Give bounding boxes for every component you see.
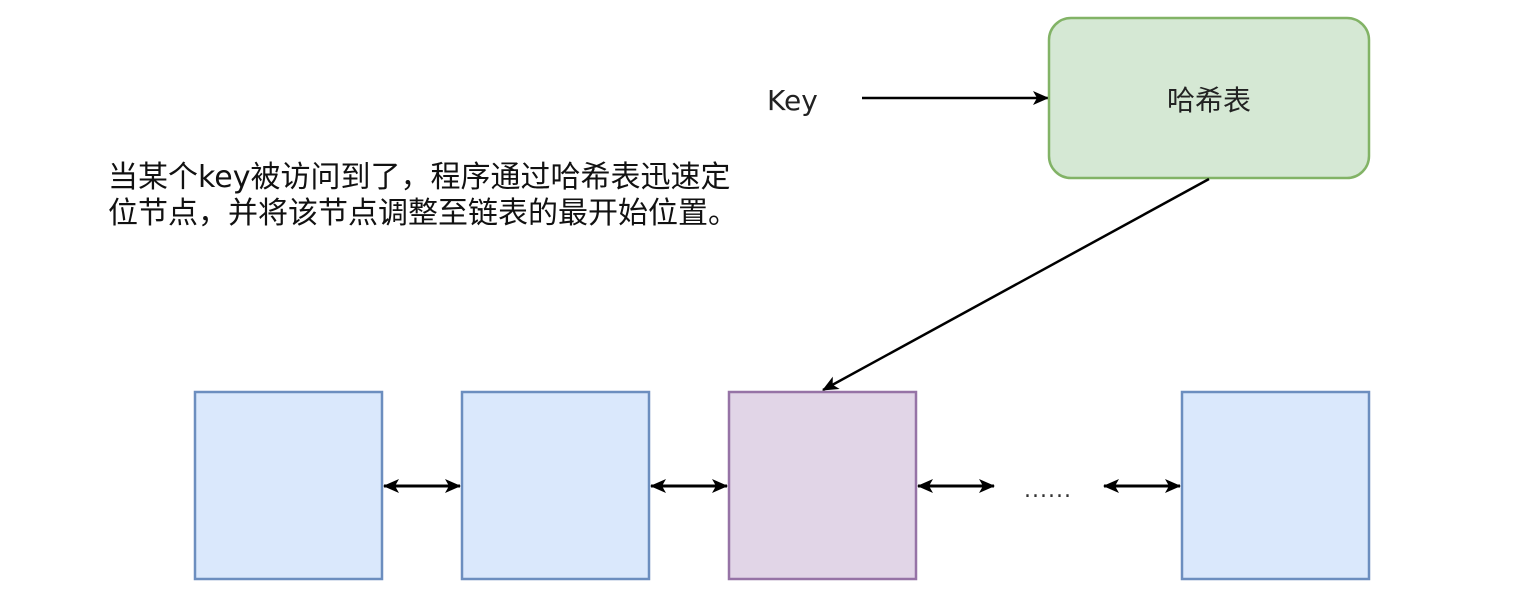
caption-line-1: 当某个key被访问到了，程序通过哈希表迅速定 xyxy=(108,160,731,195)
caption-text: 当某个key被访问到了，程序通过哈希表迅速定位节点，并将该节点调整至链表的最开始… xyxy=(108,160,788,232)
list-node-2 xyxy=(460,390,651,581)
ellipsis-label: ...... xyxy=(1024,478,1072,503)
list-node-1 xyxy=(193,390,384,581)
list-node-highlighted xyxy=(727,390,918,581)
key-label: Key xyxy=(767,84,818,117)
hash-table-box xyxy=(1047,16,1371,180)
hash-table-label: 哈希表 xyxy=(1167,84,1251,117)
hash-to-node-arrow xyxy=(822,177,1210,392)
list-node-last xyxy=(1180,390,1371,581)
caption-line-2: 位节点，并将该节点调整至链表的最开始位置。 xyxy=(108,196,738,231)
